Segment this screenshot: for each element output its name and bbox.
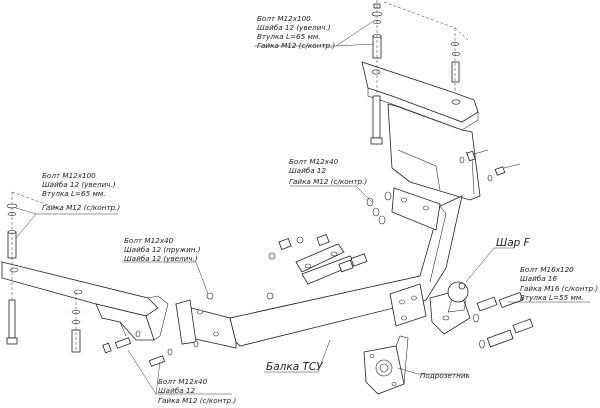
right-side-bolts <box>459 149 521 182</box>
label-left-2: Шайба 12 (увелич.) <box>42 180 116 189</box>
label-top-right-1: Болт M12x100 <box>257 14 311 23</box>
callout-bottom-left: Болт M12x40 Шайба 12 Гайка M12 (с/контр.… <box>158 377 236 405</box>
callout-middle: Болт M12x40 Шайба 12 Гайка M12 (с/контр.… <box>289 157 367 186</box>
ball-hitch <box>389 281 471 335</box>
label-left-center-2: Шайба 12 (пружин.) <box>124 245 201 254</box>
label-left-1: Болт M12x100 <box>42 171 96 180</box>
socket-bracket <box>363 335 409 395</box>
left-bolt-stack <box>6 191 81 353</box>
label-left-center-3: Шайба 12 (увелич.) <box>124 254 198 263</box>
label-left-4: Гайка M12 (с/контр.) <box>42 203 120 212</box>
label-ball: Шар F <box>496 237 531 249</box>
label-middle-2: Шайба 12 <box>289 166 326 175</box>
callout-left-center: Болт M12x40 Шайба 12 (пружин.) Шайба 12 … <box>124 236 201 263</box>
towbar-beam <box>175 187 463 349</box>
label-right-2: Шайба 16 <box>520 274 557 283</box>
left-mounting-bracket <box>1 261 169 341</box>
center-clamp-plates <box>206 234 368 300</box>
label-right-1: Болт M16x120 <box>520 265 574 274</box>
label-bottom-left-2: Шайба 12 <box>158 386 195 395</box>
leader-lines <box>15 21 590 395</box>
label-top-right-2: Шайба 12 (увелич.) <box>257 23 331 32</box>
right-m16-bolts <box>473 291 534 349</box>
label-left-center-1: Болт M12x40 <box>124 236 174 245</box>
label-left-3: Втулка L=65 мм. <box>42 189 106 198</box>
label-middle-3: Гайка M12 (с/контр.) <box>289 177 367 186</box>
middle-bolt-cluster <box>366 191 392 225</box>
top-right-bolt-stack <box>370 0 469 145</box>
left-center-bolts <box>102 330 199 367</box>
callout-right: Болт M16x120 Шайба 16 Гайка M16 (с/контр… <box>520 265 598 302</box>
label-bottom-left-3: Гайка M12 (с/контр.) <box>158 396 236 405</box>
label-top-right-4: Гайка M12 (с/контр.) <box>257 41 335 50</box>
label-socket: Подрозетник <box>420 371 471 380</box>
label-middle-1: Болт M12x40 <box>289 157 339 166</box>
callout-top-right: Болт M12x100 Шайба 12 (увелич.) Втулка L… <box>257 14 335 50</box>
label-bottom-left-1: Болт M12x40 <box>158 377 208 386</box>
label-top-right-3: Втулка L=65 мм. <box>257 32 321 41</box>
label-right-3: Гайка M16 (с/контр.) <box>520 284 598 293</box>
label-beam: Балка ТСУ <box>266 361 323 373</box>
callout-left: Болт M12x100 Шайба 12 (увелич.) Втулка L… <box>42 171 120 212</box>
label-right-4: Втулка L=55 мм. <box>520 293 584 302</box>
